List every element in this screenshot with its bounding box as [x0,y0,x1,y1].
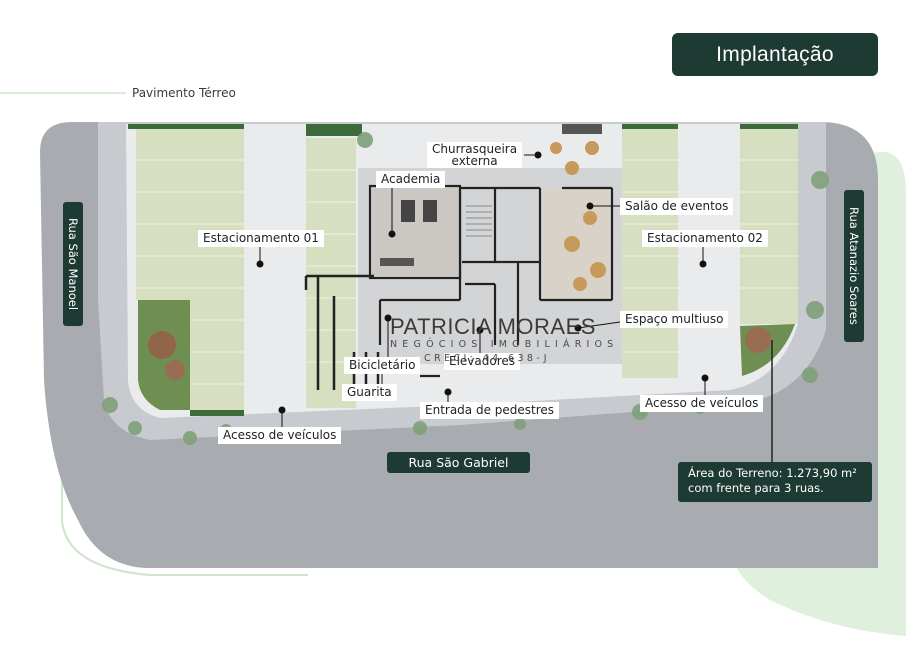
watermark-name: PATRICIA MORAES [390,314,596,339]
label-espaco-multiuso: Espaço multiuso [620,311,729,328]
street-label-left: Rua São Manoel [63,202,83,326]
label-churrasqueira-line2: externa [451,154,498,168]
page-title: Implantação [672,33,878,76]
label-academia: Academia [376,171,446,188]
street-label-left-text: Rua São Manoel [66,217,80,311]
label-churrasqueira-line1: Churrasqueira [432,142,518,156]
watermark-tagline: NEGÓCIOS IMOBILIÁRIOS [390,339,619,350]
watermark-creci: CRECI: 44.638-J [424,353,550,364]
land-area-info: Área do Terreno: 1.273,90 m² com frente … [678,462,872,502]
street-label-right-text: Rua Atanazio Soares [847,207,861,325]
label-churrasqueira: Churrasqueira externa [427,142,523,168]
street-label-right: Rua Atanazio Soares [844,190,864,342]
label-acesso-veiculos-right: Acesso de veículos [640,395,764,412]
label-bicicletario: Bicicletário [344,357,421,374]
label-entrada-pedestres: Entrada de pedestres [420,402,560,419]
label-elevadores: Elevadores [444,353,521,370]
label-guarita: Guarita [342,384,397,401]
street-label-bottom: Rua São Gabriel [387,452,530,473]
land-area-line2: com frente para 3 ruas. [688,481,824,495]
floor-subtitle: Pavimento Térreo [132,86,236,100]
label-estacionamento-02: Estacionamento 02 [642,230,768,247]
label-acesso-veiculos-left: Acesso de veículos [218,427,342,444]
label-estacionamento-01: Estacionamento 01 [198,230,324,247]
label-salao-eventos: Salão de eventos [620,198,734,215]
land-area-line1: Área do Terreno: 1.273,90 m² [688,466,857,480]
